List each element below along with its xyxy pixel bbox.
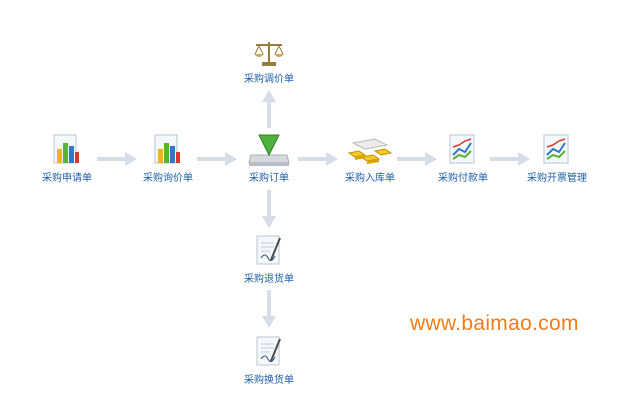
node-label: 采购换货单 bbox=[244, 375, 294, 386]
arrow-order-to-inbound bbox=[298, 152, 338, 166]
arrow-return-to-exchange bbox=[262, 290, 276, 328]
green-down-arrow-tray-icon bbox=[248, 134, 290, 166]
arrow-order-to-adjust bbox=[262, 90, 276, 128]
line-chart-document-icon bbox=[543, 134, 569, 164]
signed-document-icon bbox=[256, 336, 281, 366]
arrow-inbound-to-payment bbox=[397, 152, 437, 166]
signed-document-icon bbox=[256, 235, 281, 265]
node-purchase-price-adjust[interactable]: 采购调价单 bbox=[224, 38, 314, 85]
arrow-inquiry-to-order bbox=[197, 152, 237, 166]
node-label: 采购入库单 bbox=[345, 173, 395, 184]
arrow-apply-to-inquiry bbox=[97, 152, 137, 166]
arrow-order-to-return bbox=[262, 190, 276, 228]
arrow-payment-to-invoice bbox=[490, 152, 530, 166]
gold-bars-icon bbox=[347, 138, 393, 164]
node-label: 采购申请单 bbox=[42, 173, 92, 184]
node-label: 采购退货单 bbox=[244, 274, 294, 285]
node-label: 采购开票管理 bbox=[527, 173, 587, 184]
bar-chart-document-icon bbox=[154, 134, 180, 164]
bar-chart-document-icon bbox=[53, 134, 79, 164]
node-label: 采购付款单 bbox=[438, 173, 488, 184]
node-label: 采购调价单 bbox=[244, 74, 294, 85]
node-purchase-payment[interactable]: 采购付款单 bbox=[418, 133, 508, 184]
node-purchase-return[interactable]: 采购退货单 bbox=[224, 234, 314, 285]
node-purchase-apply[interactable]: 采购申请单 bbox=[22, 133, 112, 184]
node-purchase-invoice[interactable]: 采购开票管理 bbox=[512, 133, 602, 184]
node-purchase-inbound[interactable]: 采购入库单 bbox=[325, 133, 415, 184]
node-label: 采购订单 bbox=[249, 173, 289, 184]
balance-scale-icon bbox=[254, 42, 284, 66]
line-chart-document-icon bbox=[449, 134, 475, 164]
node-purchase-exchange[interactable]: 采购换货单 bbox=[224, 335, 314, 386]
node-purchase-order[interactable]: 采购订单 bbox=[224, 133, 314, 184]
watermark-text: www.baimao.com bbox=[410, 312, 579, 335]
node-purchase-inquiry[interactable]: 采购询价单 bbox=[123, 133, 213, 184]
node-label: 采购询价单 bbox=[143, 173, 193, 184]
